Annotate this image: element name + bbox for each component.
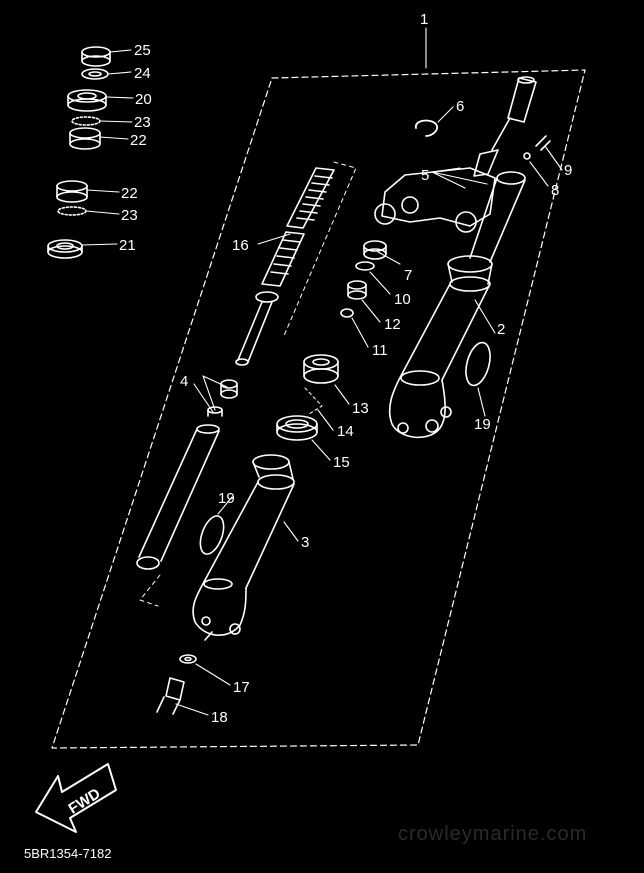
gasket-19-left bbox=[199, 515, 225, 555]
callout-21: 21 bbox=[119, 237, 136, 254]
callout-22-upper: 22 bbox=[130, 132, 147, 149]
callout-18: 18 bbox=[211, 709, 228, 726]
callout-22-lower: 22 bbox=[121, 185, 138, 202]
callout-17: 17 bbox=[233, 679, 250, 696]
assembly-outline bbox=[51, 69, 586, 749]
bottom-bolt bbox=[156, 654, 197, 715]
small-fork-parts bbox=[340, 240, 387, 318]
callout-25: 25 bbox=[134, 42, 151, 59]
callout-5: 5 bbox=[421, 167, 429, 184]
callout-8: 8 bbox=[551, 182, 559, 199]
callout-4: 4 bbox=[180, 373, 188, 390]
callout-13: 13 bbox=[352, 400, 369, 417]
steering-bearing-stack bbox=[47, 46, 111, 259]
callout-19-left: 19 bbox=[218, 490, 235, 507]
watermark: crowleymarine.com bbox=[398, 823, 587, 845]
left-inner-fork-tube bbox=[136, 161, 357, 607]
left-outer-fork-tube bbox=[192, 454, 295, 641]
callout-20: 20 bbox=[135, 91, 152, 108]
callout-9: 9 bbox=[564, 162, 572, 179]
callout-19-right: 19 bbox=[474, 416, 491, 433]
fwd-label: FWD bbox=[65, 785, 103, 818]
seal-set bbox=[276, 354, 339, 441]
callout-1: 1 bbox=[420, 11, 428, 28]
callout-2: 2 bbox=[497, 321, 505, 338]
callout-14: 14 bbox=[337, 423, 354, 440]
leader-lines bbox=[81, 27, 563, 716]
callout-15: 15 bbox=[333, 454, 350, 471]
callout-16: 16 bbox=[232, 237, 249, 254]
right-fork-leg bbox=[388, 171, 526, 439]
callout-12: 12 bbox=[384, 316, 401, 333]
callout-10: 10 bbox=[394, 291, 411, 308]
callout-23-upper: 23 bbox=[134, 114, 151, 131]
callout-24: 24 bbox=[134, 65, 151, 82]
callout-11: 11 bbox=[372, 342, 388, 359]
diagram-code: 5BR1354-7182 bbox=[24, 846, 111, 861]
fwd-arrow-icon bbox=[35, 763, 117, 833]
callout-7: 7 bbox=[404, 267, 412, 284]
fork-bracket bbox=[374, 76, 551, 233]
callout-3: 3 bbox=[301, 534, 309, 551]
callout-6: 6 bbox=[456, 98, 464, 115]
callout-23-lower: 23 bbox=[121, 207, 138, 224]
